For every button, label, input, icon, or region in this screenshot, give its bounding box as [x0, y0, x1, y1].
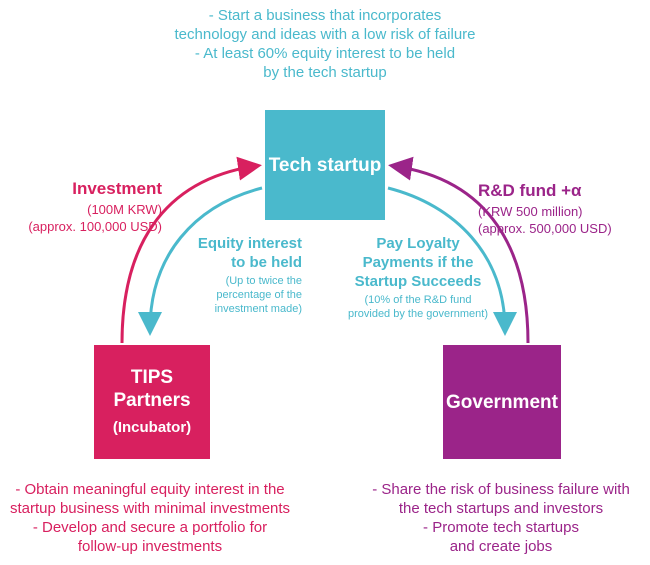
investment-title: Investment — [72, 179, 162, 198]
tech-startup-box: Tech startup — [265, 110, 385, 220]
loyalty-title3: Startup Succeeds — [354, 273, 482, 290]
tips-note-line: - Develop and secure a portfolio for — [32, 519, 268, 536]
tech-startup-label: Tech startup — [268, 154, 382, 176]
rd-fund-line2: (approx. 500,000 USD) — [478, 221, 612, 236]
government-box: Government — [443, 345, 561, 459]
top-note-line: by the tech startup — [263, 64, 387, 81]
loyalty-arrow — [387, 186, 517, 336]
investment-line2: (approx. 100,000 USD) — [28, 219, 162, 234]
tips-label-line2: Partners — [113, 390, 191, 411]
investment-arrow — [120, 156, 262, 344]
tips-note-line: startup business with minimal investment… — [9, 500, 291, 517]
government-note-line: - Promote tech startups — [423, 519, 579, 536]
tips-partners-box: TIPS Partners (Incubator) — [94, 345, 210, 459]
loyalty-sub1: (10% of the R&D fund — [364, 294, 472, 306]
equity-sub2: percentage of the — [216, 289, 302, 301]
equity-title2: to be held — [231, 254, 302, 271]
tips-label-line1: TIPS — [130, 367, 174, 388]
investment-line1: (100M KRW) — [87, 202, 162, 217]
government-note-line: and create jobs — [449, 538, 553, 555]
rd-fund-line1: (KRW 500 million) — [478, 204, 583, 219]
investment-label: Investment (100M KRW) (approx. 100,000 U… — [0, 178, 162, 235]
rd-fund-arrow — [388, 156, 530, 344]
loyalty-title1: Pay Loyalty — [376, 235, 460, 252]
government-label: Government — [446, 391, 558, 413]
equity-label: Equity interest to be held (Up to twice … — [158, 234, 302, 316]
equity-arrow — [138, 186, 263, 336]
tips-notes: - Obtain meaningful equity interest in t… — [0, 480, 300, 556]
government-note-line: the tech startups and investors — [398, 500, 604, 517]
tips-label-line3: (Incubator) — [112, 419, 192, 436]
loyalty-title2: Payments if the — [362, 254, 474, 271]
equity-sub1: (Up to twice the — [225, 275, 302, 287]
equity-sub3: investment made) — [214, 303, 302, 315]
tips-note-line: follow-up investments — [77, 538, 223, 555]
equity-title1: Equity interest — [197, 235, 302, 252]
loyalty-sub2: provided by the government) — [347, 308, 489, 320]
top-notes: - Start a business that incorporates tec… — [115, 6, 535, 82]
government-note-line: - Share the risk of business failure wit… — [372, 481, 630, 498]
rd-fund-label: R&D fund +α (KRW 500 million) (approx. 5… — [478, 180, 650, 237]
top-note-line: - At least 60% equity interest to be hel… — [194, 45, 456, 62]
tips-note-line: - Obtain meaningful equity interest in t… — [15, 481, 285, 498]
loyalty-label: Pay Loyalty Payments if the Startup Succ… — [338, 234, 498, 321]
top-note-line: - Start a business that incorporates — [208, 7, 442, 24]
top-note-line: technology and ideas with a low risk of … — [174, 26, 476, 43]
government-notes: - Share the risk of business failure wit… — [352, 480, 650, 556]
rd-fund-title: R&D fund +α — [478, 181, 582, 200]
